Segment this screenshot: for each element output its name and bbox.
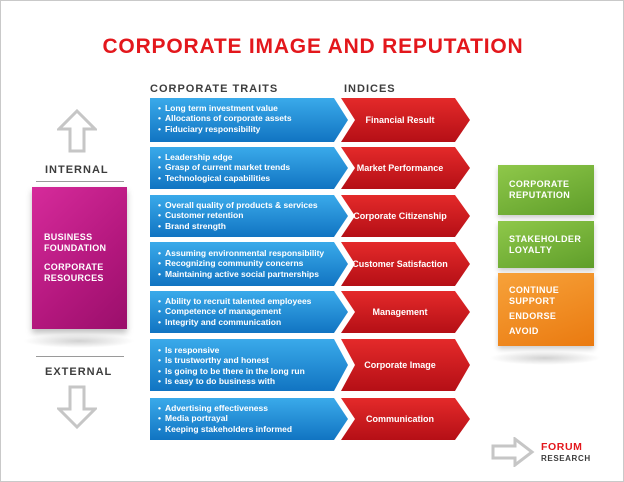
internal-divider (36, 181, 124, 182)
trait-item: Maintaining active social partnerships (158, 269, 324, 279)
foundation-line-1: BUSINESS (44, 232, 93, 242)
arrow-down-icon (57, 385, 97, 429)
index-chevron-1 (341, 98, 470, 142)
loyalty-line-1: STAKEHOLDER (509, 234, 582, 244)
index-chevron-4 (341, 242, 470, 286)
diagram-title: CORPORATE IMAGE AND REPUTATION (102, 35, 524, 58)
index-chevron-7 (341, 398, 470, 440)
foundation-line-2: FOUNDATION (44, 243, 107, 253)
index-label-7: Communication (365, 414, 434, 424)
traits-column-header: CORPORATE TRAITS (150, 83, 279, 95)
trait-item: Media portrayal (158, 413, 292, 423)
index-label-3: Corporate Citizenship (353, 211, 447, 221)
stakeholder-actions-box: CONTINUE SUPPORT ENDORSE AVOID (498, 273, 594, 346)
actions-line-2: SUPPORT (509, 296, 556, 306)
trait-list-3: Overall quality of products & services C… (158, 200, 318, 231)
arrow-up-icon (57, 109, 97, 153)
internal-label: INTERNAL (45, 164, 109, 176)
trait-item: Keeping stakeholders informed (158, 424, 292, 434)
resources-line-1: CORPORATE (44, 262, 104, 272)
loyalty-line-2: LOYALTY (509, 245, 553, 255)
trait-list-6: Is responsive Is trustworthy and honest … (158, 345, 305, 386)
trait-item: Leadership edge (158, 152, 290, 162)
brand-name: FORUM (541, 441, 583, 453)
trait-list-1: Long term investment value Allocations o… (158, 103, 292, 134)
index-chevron-2 (341, 147, 470, 189)
indices-column-header: INDICES (344, 83, 396, 95)
trait-list-2: Leadership edge Grasp of current market … (158, 152, 290, 183)
external-divider (36, 356, 124, 357)
index-chevron-6 (341, 339, 470, 391)
resources-line-2: RESOURCES (44, 273, 104, 283)
reputation-line-1: CORPORATE (509, 179, 570, 189)
index-label-2: Market Performance (356, 163, 444, 173)
trait-item: Customer retention (158, 210, 318, 220)
avoid-label: AVOID (509, 326, 539, 336)
trait-item: Ability to recruit talented employees (158, 296, 311, 306)
forum-research-logo: FORUM RESEARCH (541, 442, 591, 464)
trait-item: Technological capabilities (158, 173, 290, 183)
external-label: EXTERNAL (45, 366, 113, 378)
index-chevron-5 (341, 291, 470, 333)
trait-item: Is trustworthy and honest (158, 355, 305, 365)
stakeholder-loyalty-box: STAKEHOLDER LOYALTY (498, 221, 594, 268)
actions-line-1: CONTINUE (509, 285, 560, 295)
index-label-4: Customer Satisfaction (352, 259, 448, 269)
trait-item: Recognizing community concerns (158, 258, 324, 268)
trait-item: Competence of management (158, 306, 311, 316)
trait-item: Long term investment value (158, 103, 292, 113)
business-foundation-box: BUSINESS FOUNDATION CORPORATE RESOURCES (32, 187, 127, 329)
trait-item: Allocations of corporate assets (158, 113, 292, 123)
foundation-shadow (23, 334, 135, 348)
trait-list-7: Advertising effectiveness Media portraya… (158, 403, 292, 434)
trait-item: Is going to be there in the long run (158, 366, 305, 376)
trait-item: Is responsive (158, 345, 305, 355)
trait-item: Advertising effectiveness (158, 403, 292, 413)
reputation-line-2: REPUTATION (509, 190, 571, 200)
index-chevron-3 (341, 195, 470, 237)
brand-sub: RESEARCH (541, 454, 591, 463)
trait-item: Fiduciary responsibility (158, 124, 292, 134)
corporate-reputation-box: CORPORATE REPUTATION (498, 165, 594, 215)
trait-item: Integrity and communication (158, 317, 311, 327)
index-label-1: Financial Result (365, 115, 435, 125)
trait-item: Overall quality of products & services (158, 200, 318, 210)
endorse-label: ENDORSE (509, 311, 557, 321)
trait-item: Brand strength (158, 221, 318, 231)
forum-arrow-icon (491, 437, 535, 467)
trait-item: Grasp of current market trends (158, 162, 290, 172)
trait-list-5: Ability to recruit talented employees Co… (158, 296, 311, 327)
trait-list-4: Assuming environmental responsibility Re… (158, 248, 324, 279)
index-label-5: Management (372, 307, 428, 317)
trait-item: Is easy to do business with (158, 376, 305, 386)
index-label-6: Corporate Image (364, 360, 436, 370)
outcomes-shadow (489, 351, 601, 365)
trait-item: Assuming environmental responsibility (158, 248, 324, 258)
